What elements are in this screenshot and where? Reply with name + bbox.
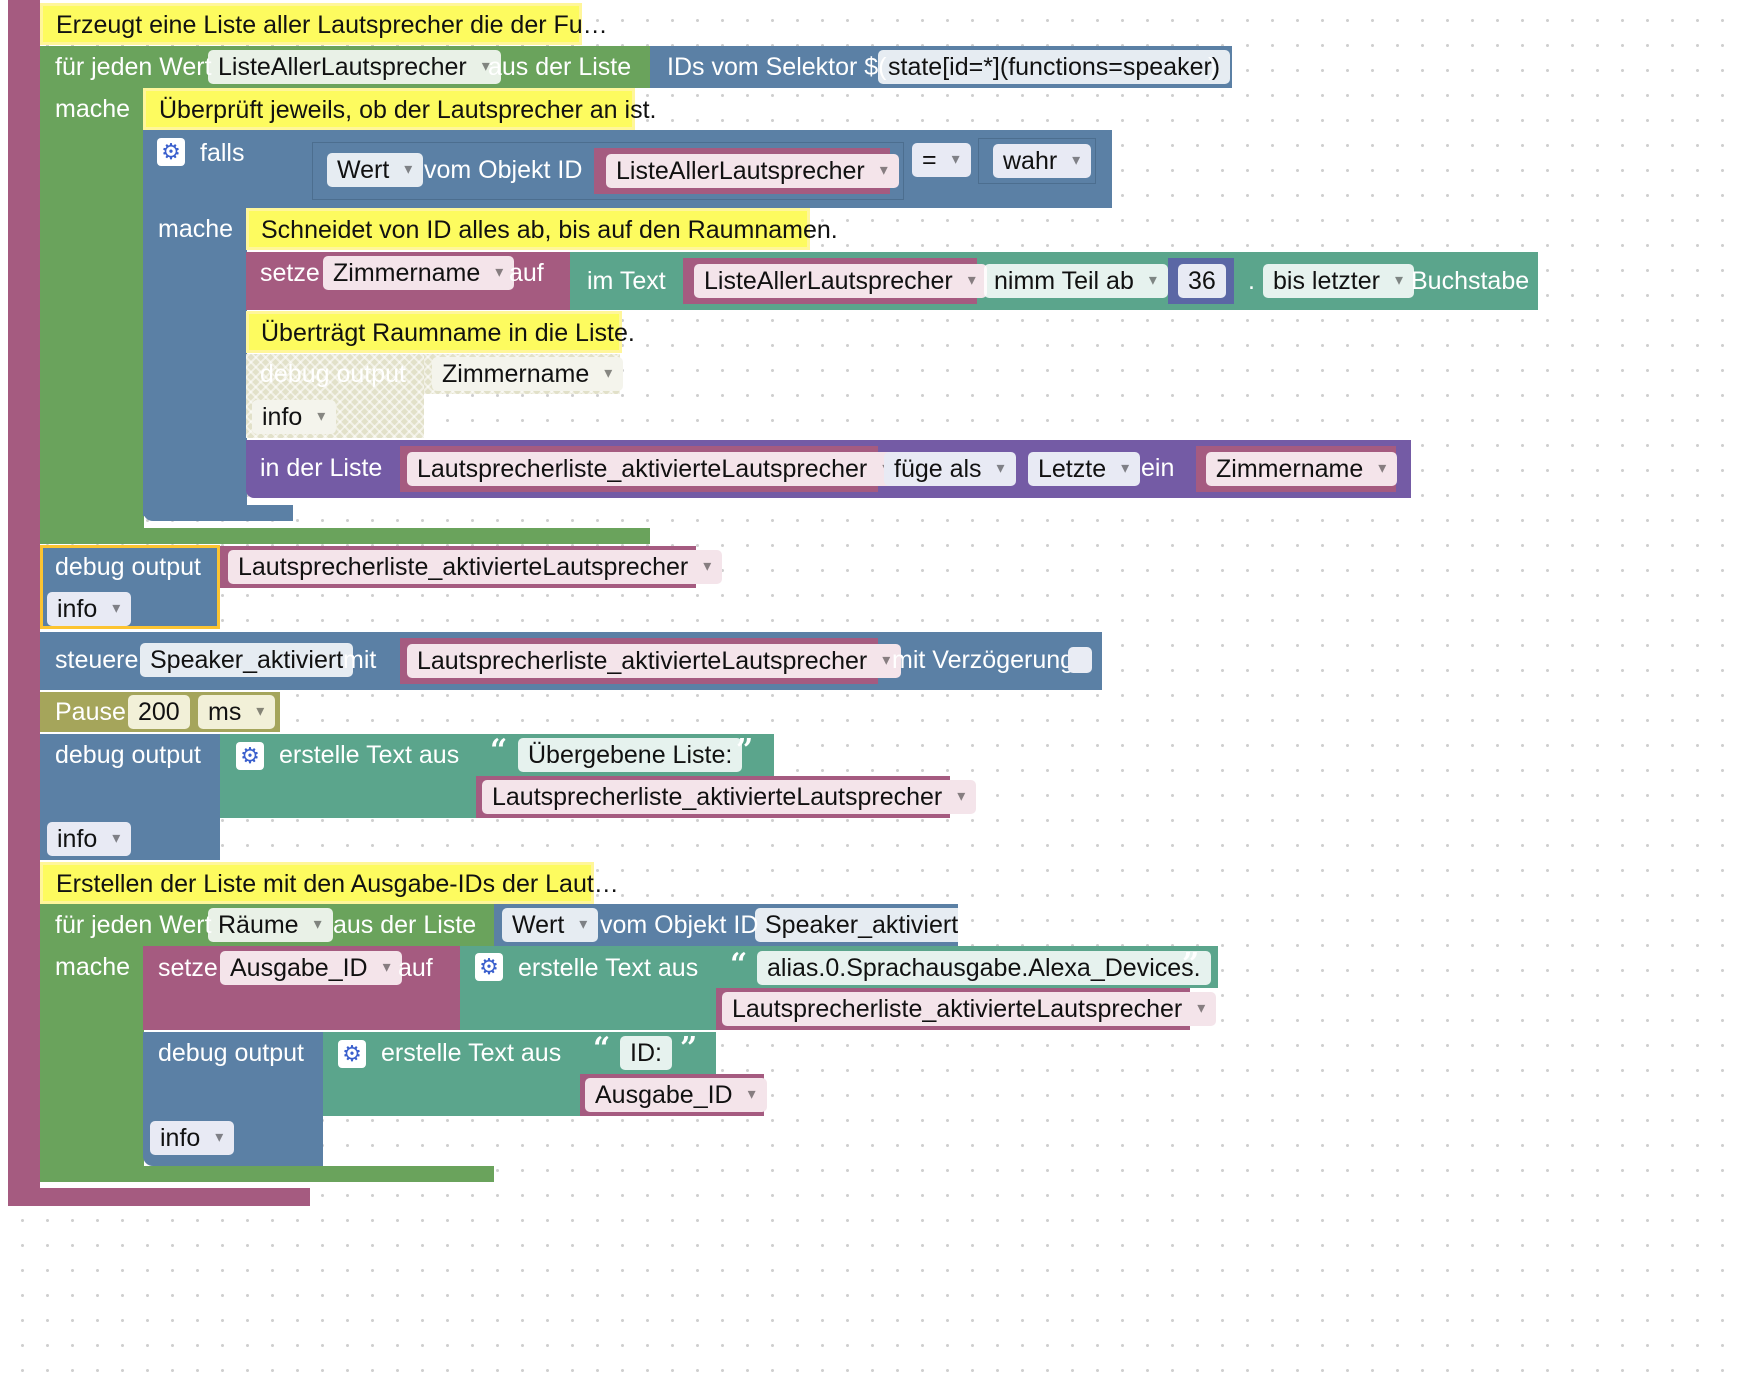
close-quote-icon: ” <box>680 1031 698 1066</box>
position-dropdown[interactable]: Letzte <box>1028 452 1141 486</box>
part-from-dropdown[interactable]: nimm Teil ab <box>984 264 1168 298</box>
loop2-of-object-label: vom Objekt ID <box>600 911 759 939</box>
gear-icon[interactable]: ⚙ <box>475 953 503 981</box>
open-quote-icon: “ <box>490 733 508 768</box>
number-field[interactable]: 36 <box>1178 264 1226 298</box>
comment-5-text: Erstellen der Liste mit den Ausgabe-IDs … <box>56 870 619 898</box>
if-do-label: mache <box>158 215 234 243</box>
gear-icon[interactable]: ⚙ <box>338 1040 366 1068</box>
comment-3[interactable]: Schneidet von ID alles ab, bis auf den R… <box>246 208 838 250</box>
debug4-var-dropdown[interactable]: Ausgabe_ID <box>585 1078 767 1112</box>
loop2-footer <box>40 1166 494 1182</box>
control-target-field[interactable]: Speaker_aktiviert <box>140 643 354 677</box>
pause-unit-dropdown[interactable]: ms <box>198 695 276 729</box>
close-quote-icon: ” <box>1182 947 1200 982</box>
loop2-do-label: mache <box>55 953 131 981</box>
of-object-label: vom Objekt ID <box>424 156 583 184</box>
item-var-dropdown[interactable]: Zimmername <box>1206 452 1398 486</box>
list-var-dropdown[interactable]: Lautsprecherliste_aktivierteLautsprecher <box>407 452 902 486</box>
set2-text-field[interactable]: alias.0.Sprachausgabe.Alexa_Devices. <box>757 951 1211 985</box>
loop2-body-frame <box>40 946 144 1176</box>
debug3-level-dropdown[interactable]: info <box>47 822 132 856</box>
in-label: ein <box>1141 454 1175 482</box>
set1-label: setze <box>260 259 320 287</box>
debug3-create-label: erstelle Text aus <box>279 741 460 769</box>
comment-4-text: Überträgt Raumname in die Liste. <box>261 319 635 347</box>
pause-label: Pause <box>55 698 126 726</box>
loop2-object-field[interactable]: Speaker_aktiviert <box>755 908 969 942</box>
close-quote-icon: ” <box>736 733 754 768</box>
debug-disabled-var[interactable]: Zimmername <box>432 357 624 391</box>
comment-1-text: Erzeugt eine Liste aller Lautsprecher di… <box>56 11 608 39</box>
loop2-from-label: aus der Liste <box>333 911 477 939</box>
open-quote-icon: “ <box>593 1031 611 1066</box>
set2-create-label: erstelle Text aus <box>518 954 699 982</box>
until-dropdown[interactable]: bis letzter <box>1263 264 1414 298</box>
dot-label: . <box>1248 267 1255 295</box>
loop1-from-label: aus der Liste <box>488 53 632 81</box>
operator-dropdown[interactable]: = <box>912 143 971 177</box>
comment-4[interactable]: Überträgt Raumname in die Liste. <box>246 311 635 353</box>
debug2-level-dropdown[interactable]: info <box>47 592 132 626</box>
selector-close: ) <box>1208 53 1217 81</box>
selector-field[interactable]: state[id=*](functions=speaker) <box>878 50 1231 84</box>
debug3-text-field[interactable]: Übergebene Liste: <box>518 738 743 772</box>
set2-label: setze <box>158 954 218 982</box>
loop2-var-dropdown[interactable]: Räume <box>208 908 333 942</box>
insert-mode-dropdown[interactable]: füge als <box>884 452 1016 486</box>
set2-join-block[interactable] <box>460 946 718 1030</box>
if-label: falls <box>200 139 245 167</box>
object-var-dropdown[interactable]: ListeAllerLautsprecher <box>606 154 899 188</box>
control-with-label: mit <box>343 646 377 674</box>
comment-1[interactable]: Erzeugt eine Liste aller Lautsprecher di… <box>40 3 608 45</box>
debug4-label: debug output <box>158 1039 304 1067</box>
loop2-label: für jeden Wert <box>55 911 212 939</box>
set1-var-dropdown[interactable]: Zimmername <box>323 256 515 290</box>
debug4-text-field[interactable]: ID: <box>620 1036 672 1070</box>
debug2-var-dropdown[interactable]: Lautsprecherliste_aktivierteLautsprecher <box>228 550 723 584</box>
loop1-var-dropdown[interactable]: ListeAllerLautsprecher <box>208 50 501 84</box>
loop1-label: für jeden Wert <box>55 53 212 81</box>
outer-function-block[interactable] <box>8 0 40 1205</box>
open-quote-icon: “ <box>730 947 748 982</box>
debug-disabled-level[interactable]: info <box>252 400 337 434</box>
set2-to-label: auf <box>398 954 433 982</box>
in-text-label: im Text <box>587 267 666 295</box>
debug4-level-dropdown[interactable]: info <box>150 1121 235 1155</box>
gear-icon[interactable]: ⚙ <box>236 742 264 770</box>
debug3-var-dropdown[interactable]: Lautsprecherliste_aktivierteLautsprecher <box>482 780 977 814</box>
if-footer <box>143 505 293 521</box>
debug3-label: debug output <box>55 741 201 769</box>
set2-var-dropdown[interactable]: Ausgabe_ID <box>220 951 402 985</box>
loop1-do-label: mache <box>55 95 131 123</box>
debug4-create-label: erstelle Text aus <box>381 1039 562 1067</box>
list-insert-label: in der Liste <box>260 454 383 482</box>
set2-list-var-dropdown[interactable]: Lautsprecherliste_aktivierteLautsprecher <box>722 992 1217 1026</box>
gear-icon[interactable]: ⚙ <box>157 138 185 166</box>
comment-5[interactable]: Erstellen der Liste mit den Ausgabe-IDs … <box>40 862 619 904</box>
pause-value-field[interactable]: 200 <box>128 695 190 729</box>
set1-to-label: auf <box>509 259 544 287</box>
text-var-dropdown[interactable]: ListeAllerLautsprecher <box>694 264 987 298</box>
delay-checkbox[interactable] <box>1068 647 1092 673</box>
debug4-join-block[interactable] <box>323 1032 581 1116</box>
comment-3-text: Schneidet von ID alles ab, bis auf den R… <box>261 216 838 244</box>
bool-dropdown[interactable]: wahr <box>993 144 1092 178</box>
outer-function-footer <box>8 1188 310 1206</box>
comment-2-text: Überprüft jeweils, ob der Lautsprecher a… <box>159 96 657 124</box>
selector-label: IDs vom Selektor $( <box>667 53 887 81</box>
loop2-value-dropdown[interactable]: Wert <box>502 908 599 942</box>
letter-label: Buchstabe <box>1411 267 1530 295</box>
debug2-label: debug output <box>55 553 201 581</box>
value-dropdown[interactable]: Wert <box>327 153 424 187</box>
control-var-dropdown[interactable]: Lautsprecherliste_aktivierteLautsprecher <box>407 644 902 678</box>
control-delay-label: mit Verzögerung <box>892 646 1075 674</box>
loop1-body-frame <box>40 88 144 530</box>
if-body-frame <box>143 208 247 516</box>
debug-disabled-label: debug output <box>260 360 406 388</box>
comment-2[interactable]: Überprüft jeweils, ob der Lautsprecher a… <box>143 88 656 130</box>
loop1-footer <box>40 528 650 544</box>
control-label: steuere <box>55 646 139 674</box>
